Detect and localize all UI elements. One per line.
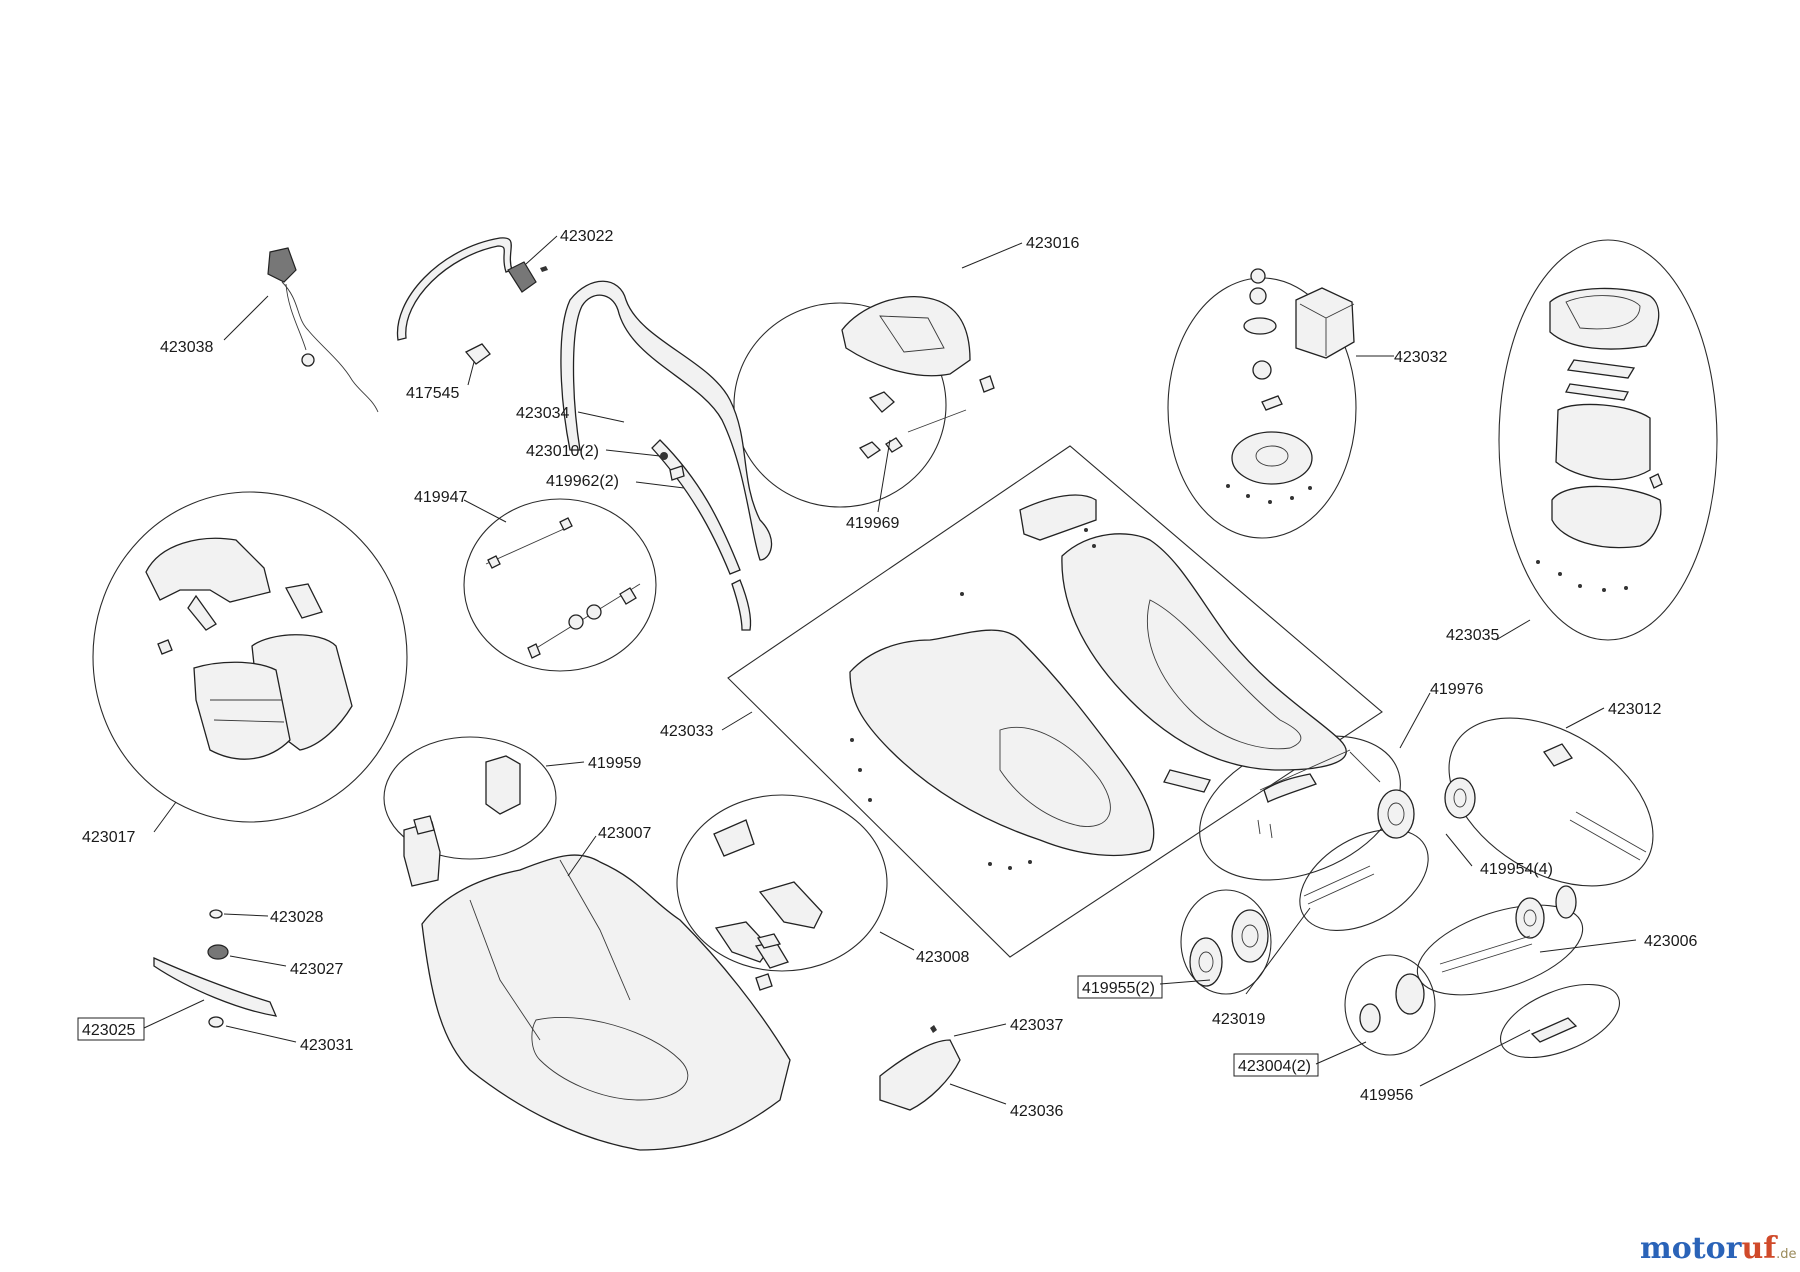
label-419947: 419947 — [414, 489, 467, 506]
rear-axle — [1303, 865, 1375, 905]
label-423006: 423006 — [1644, 933, 1697, 950]
grass-bag-detail-circle — [92, 491, 408, 823]
mower-deck — [421, 854, 791, 1151]
brand-logo-text: motoruf.de — [1640, 1231, 1797, 1266]
label-423031: 423031 — [300, 1037, 353, 1054]
blade-bolt — [208, 1016, 224, 1028]
wheel-front-1 — [1189, 937, 1223, 987]
rear-axle-detail-ellipse — [1299, 828, 1429, 932]
upper-handle-bar — [396, 237, 548, 341]
label-423034: 423034 — [516, 405, 569, 422]
height-lever-handle — [1543, 743, 1573, 767]
label-423033: 423033 — [660, 723, 713, 740]
box-423004 — [1233, 1053, 1319, 1077]
label-423017: 423017 — [82, 829, 135, 846]
axle-spring — [1257, 749, 1381, 839]
label-423016: 423016 — [1026, 235, 1079, 252]
blade-adapter — [207, 944, 229, 960]
box-419955 — [1077, 975, 1163, 999]
leader-lines — [143, 235, 1637, 1105]
safety-switch-cable — [267, 247, 379, 413]
front-axle — [1439, 935, 1533, 973]
front-wheel-detail-circle — [1344, 954, 1436, 1056]
wheel-small-1 — [1359, 1003, 1381, 1033]
lever-detail-ellipse — [1448, 717, 1654, 887]
label-423012: 423012 — [1608, 701, 1661, 718]
label-423036: 423036 — [1010, 1103, 1063, 1120]
label-419962: 419962(2) — [546, 473, 619, 490]
mulch-plug — [879, 1039, 961, 1111]
wheel-small-2 — [1395, 973, 1425, 1015]
label-419969: 419969 — [846, 515, 899, 532]
height-lever-rod — [1569, 811, 1647, 861]
label-419955: 419955(2) — [1082, 980, 1155, 997]
label-423025: 423025 — [82, 1022, 135, 1039]
handle-spacer — [660, 452, 668, 460]
brand-watermark: motoruf.de — [1640, 1231, 1797, 1266]
wheel-rear-1 — [1377, 789, 1415, 839]
front-axle-detail-ellipse — [1416, 904, 1584, 996]
label-423032: 423032 — [1394, 349, 1447, 366]
label-423010: 423010(2) — [526, 443, 599, 460]
wheel-mid-1 — [1515, 897, 1545, 939]
brand-suffix: .de — [1776, 1247, 1796, 1262]
grass-bag — [145, 537, 353, 760]
label-419954: 419954(4) — [1480, 861, 1553, 878]
label-423027: 423027 — [290, 961, 343, 978]
battery-detail-ellipse — [1498, 239, 1718, 641]
part-number-labels: 423038 423022 417545 423034 423010(2) 41… — [82, 228, 1697, 1120]
cutting-blade — [153, 956, 278, 1017]
label-423035: 423035 — [1446, 627, 1499, 644]
height-adjust-parts — [485, 517, 641, 659]
label-423022: 423022 — [560, 228, 613, 245]
label-boxes — [77, 975, 1319, 1077]
label-423007: 423007 — [598, 825, 651, 842]
label-423028: 423028 — [270, 909, 323, 926]
blade-washer — [209, 909, 223, 919]
label-423019: 423019 — [1212, 1011, 1265, 1028]
label-423004: 423004(2) — [1238, 1058, 1311, 1075]
housing-cover — [849, 494, 1347, 857]
scattered-screws — [850, 484, 1628, 870]
wheel-rear-2 — [1444, 777, 1476, 819]
housing-cover-detail-frame — [727, 445, 1383, 958]
handle-tube-clip — [669, 465, 685, 481]
top-cover-flap — [841, 296, 995, 459]
switch-detail-circle — [383, 736, 557, 860]
part-drawings — [145, 237, 1663, 1151]
label-423038: 423038 — [160, 339, 213, 356]
cover-detail-circle — [733, 302, 947, 508]
battery-compartment — [1549, 287, 1663, 549]
mulch-plug-screw — [930, 1025, 937, 1033]
clamp-knob — [464, 343, 491, 365]
wheel-front-2 — [1231, 909, 1269, 963]
label-419976: 419976 — [1430, 681, 1483, 698]
label-419956: 419956 — [1360, 1087, 1413, 1104]
chute-parts — [713, 819, 823, 991]
box-423025 — [77, 1017, 145, 1041]
rear-wheel-detail-circle — [1180, 889, 1272, 995]
label-423008: 423008 — [916, 949, 969, 966]
label-423037: 423037 — [1010, 1017, 1063, 1034]
label-417545: 417545 — [406, 385, 459, 402]
mounting-bracket — [1530, 1017, 1578, 1043]
height-adjust-detail-circle — [463, 498, 657, 672]
motor-assembly — [1231, 268, 1355, 485]
label-419959: 419959 — [588, 755, 641, 772]
chute-detail-circle — [676, 794, 888, 972]
wheels — [1189, 777, 1577, 1033]
switch-box — [403, 755, 521, 887]
wheel-mid-2 — [1555, 885, 1577, 919]
